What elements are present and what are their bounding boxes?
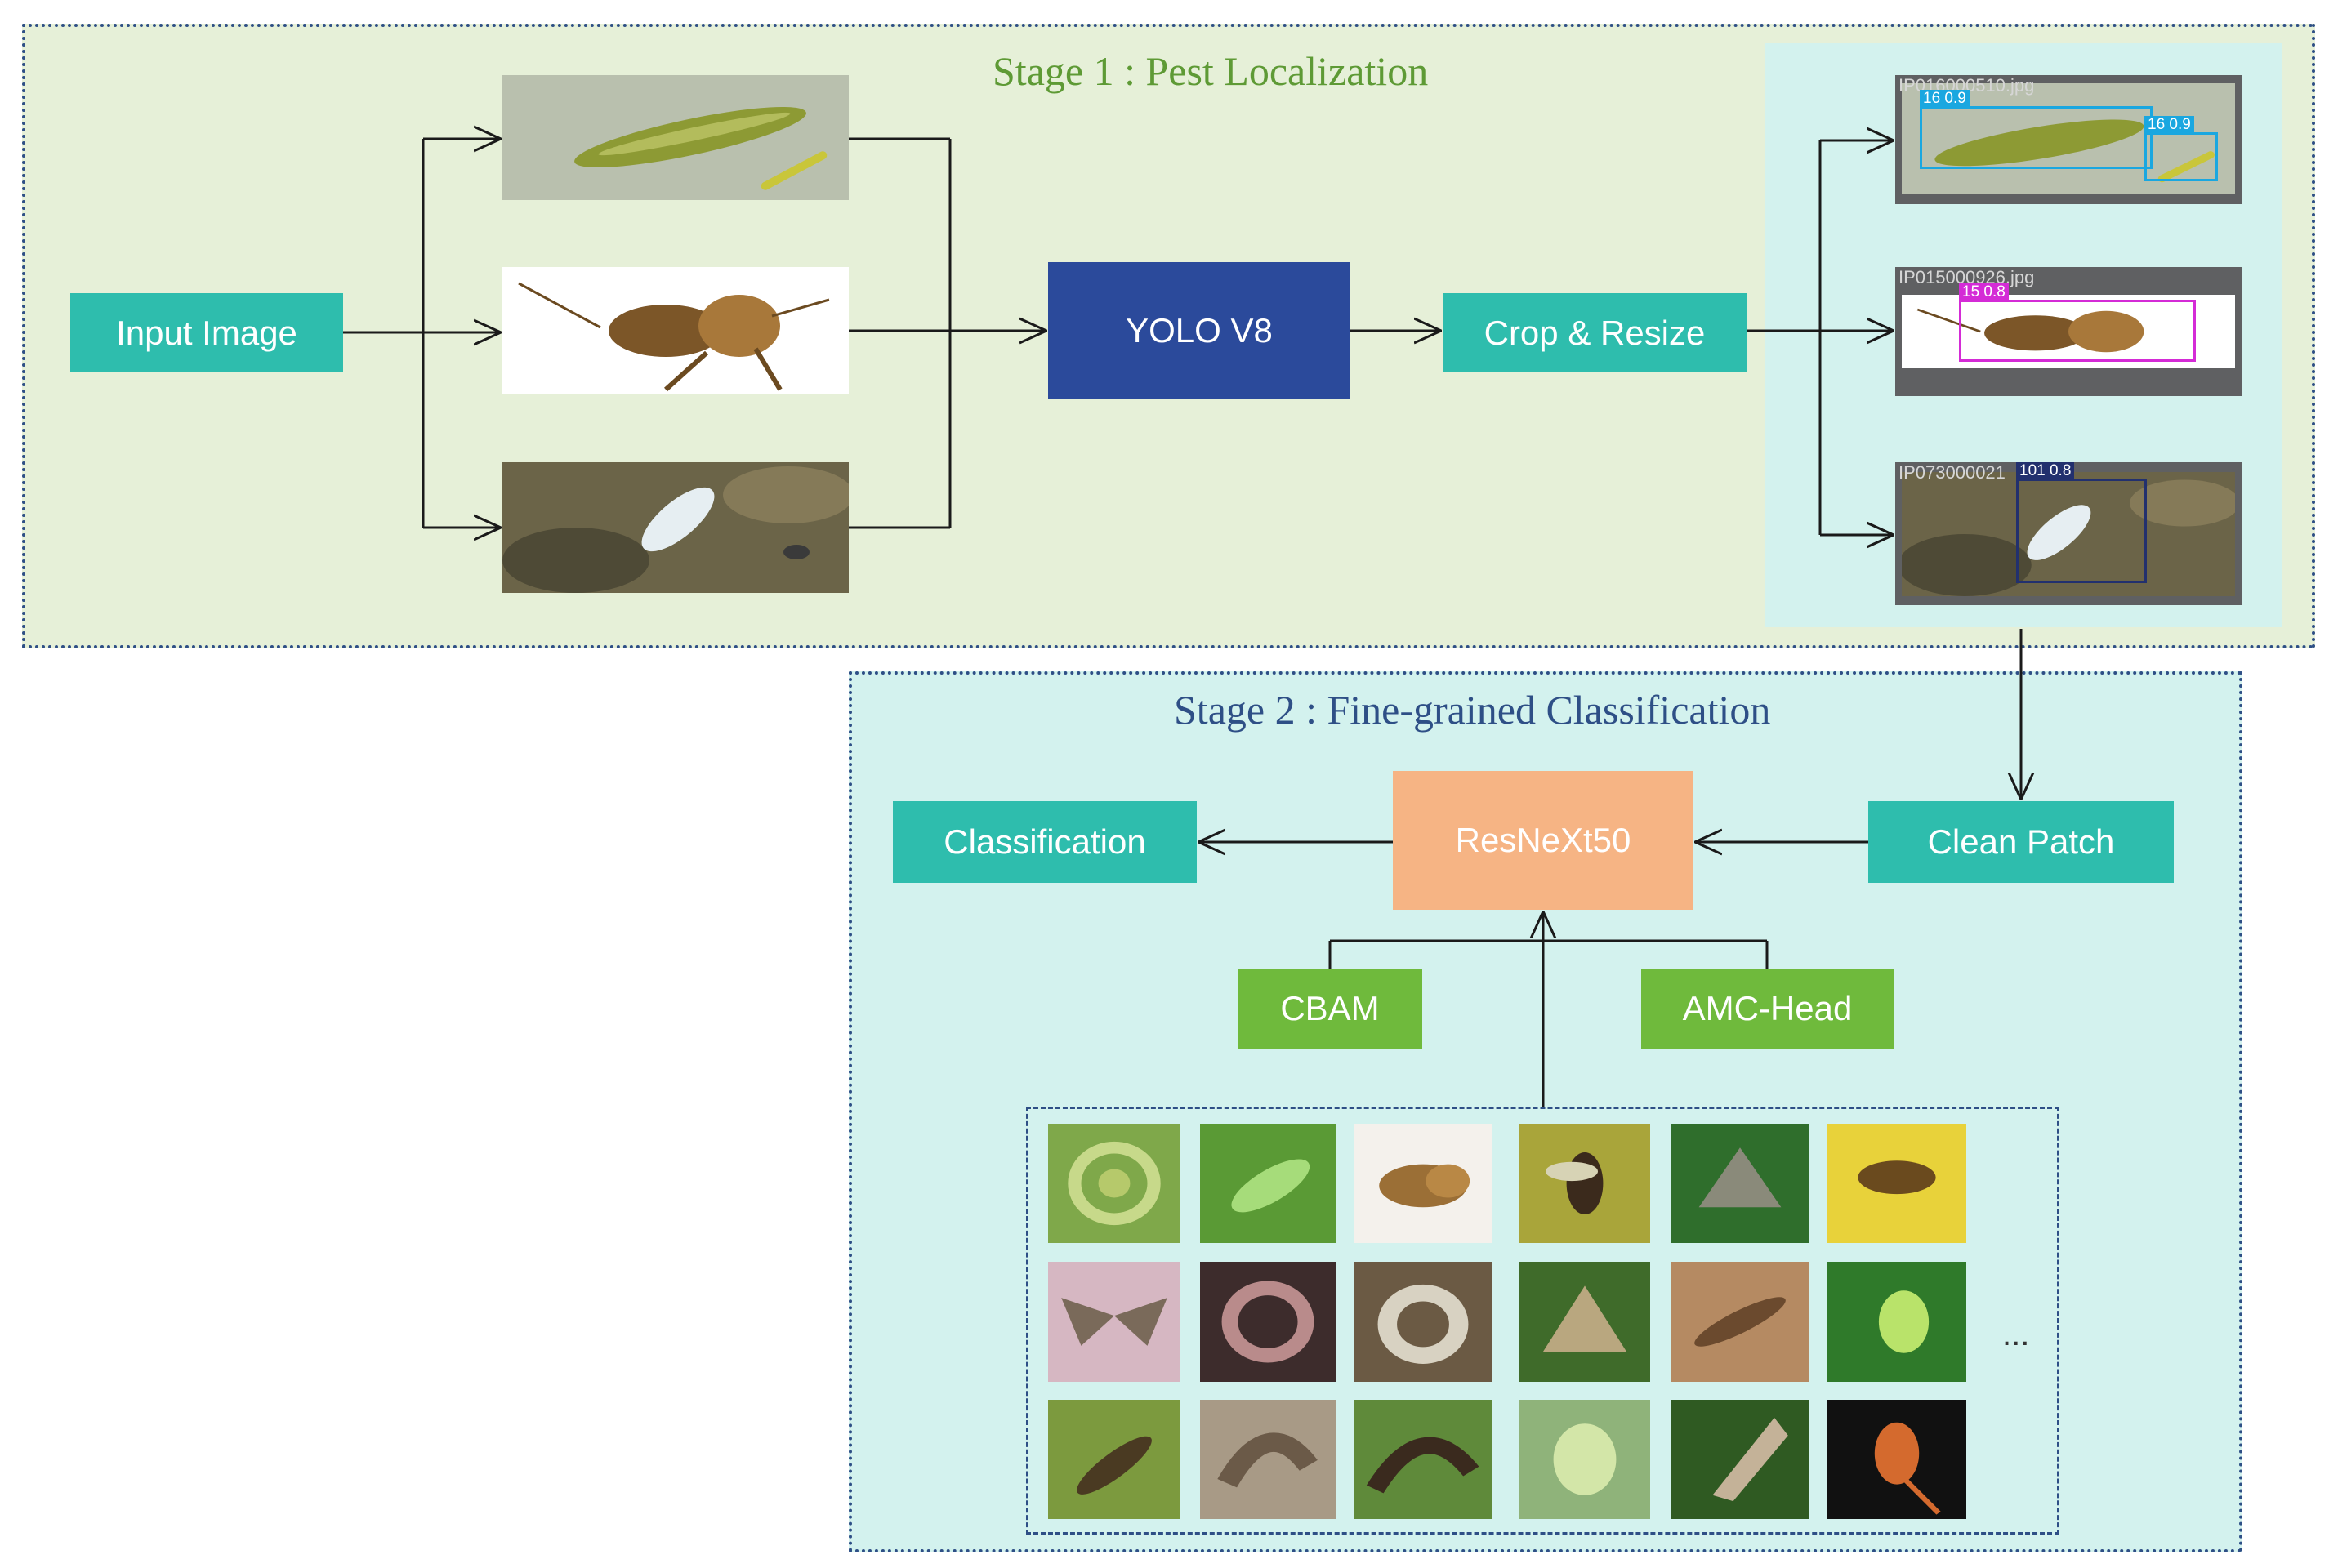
detection-result-cricket: IP015000926.jpg 15 0.8 [1895,267,2242,396]
gallery-pest-image [1519,1262,1650,1382]
bounding-box-label: 16 0.9 [1920,90,1970,108]
gallery-pest-image [1048,1124,1180,1243]
bounding-box-label: 101 0.8 [2016,462,2075,480]
bounding-box [1959,300,2196,362]
training-gallery-frame [1026,1107,2059,1535]
gallery-pest-image [1827,1124,1966,1243]
gallery-pest-image [1671,1124,1809,1243]
gallery-pest-image [1200,1262,1336,1382]
gallery-pest-image [1671,1262,1809,1382]
amc-head-node: AMC-Head [1641,969,1894,1049]
crop-resize-node: Crop & Resize [1443,293,1747,372]
gallery-pest-image [1671,1400,1809,1519]
gallery-pest-image [1827,1262,1966,1382]
input-cricket-image [502,267,849,394]
bounding-box [1920,106,2153,169]
bounding-box [2016,479,2147,583]
gallery-ellipsis: ... [2002,1316,2030,1352]
cbam-node: CBAM [1238,969,1422,1049]
detection-result-larva: IP016000510.jpg 16 0.9 16 0.9 [1895,75,2242,204]
detection-filename: IP073000021 [1898,462,2006,483]
gallery-pest-image [1048,1400,1180,1519]
input-leafhopper-image [502,462,849,593]
gallery-pest-image [1200,1124,1336,1243]
gallery-pest-image [1354,1124,1492,1243]
gallery-pest-image [1354,1400,1492,1519]
gallery-pest-image [1519,1124,1650,1243]
yolo-node: YOLO V8 [1048,262,1350,399]
bounding-box-label: 15 0.8 [1959,283,2009,301]
input-image-node: Input Image [70,293,343,372]
gallery-pest-image [1354,1262,1492,1382]
gallery-pest-image [1519,1400,1650,1519]
clean-patch-node: Clean Patch [1868,801,2174,883]
bounding-box-label: 16 0.9 [2144,116,2194,134]
gallery-pest-image [1048,1262,1180,1382]
resnext-node: ResNeXt50 [1393,771,1693,910]
stage2-title: Stage 2 : Fine-grained Classification [1174,687,1771,733]
detection-result-leafhopper: IP073000021 101 0.8 [1895,462,2242,605]
classification-node: Classification [893,801,1197,883]
bounding-box [2144,132,2218,181]
input-larva-image [502,75,849,200]
gallery-pest-image [1200,1400,1336,1519]
gallery-pest-image [1827,1400,1966,1519]
stage1-title: Stage 1 : Pest Localization [993,48,1429,94]
